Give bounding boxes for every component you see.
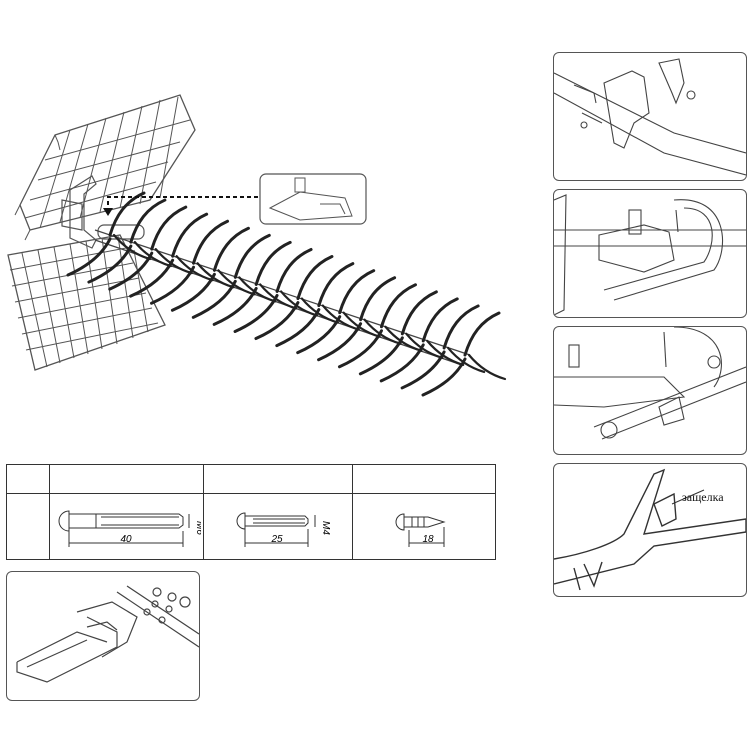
bolt-1-length: 40 [120,534,132,545]
element-rear-arm [342,311,381,338]
mast-clamp-panel [6,571,200,701]
element-upper-arm [421,297,459,343]
element-lower-arm [358,336,404,376]
leader-arrow [103,208,113,216]
element-rear-arm [238,276,277,303]
antenna-assembly-drawing [0,80,540,400]
connector-inset [259,173,367,225]
screw-length: 18 [422,534,434,545]
element-lower-arm [87,244,133,284]
element-rear-arm [175,255,214,282]
element-lower-arm [379,343,425,383]
element-rear-arm [321,304,360,331]
element-lower-arm [129,258,175,298]
bolt-1-thread: M6 [194,521,201,535]
bolt-2-thread: M4 [320,521,331,535]
element-lower-arm [400,350,446,390]
element-rear-arm [154,248,193,275]
element-rear-arm [196,262,235,289]
bolt-2-length: 25 [270,534,283,545]
element-lower-arm [170,272,216,312]
element-upper-arm [275,247,313,293]
element-lower-arm [317,322,363,362]
element-lower-arm [337,329,383,369]
element-rear-arm [279,290,319,317]
element-upper-arm [359,276,397,322]
element-upper-arm [212,226,250,272]
element-lower-arm [108,251,154,291]
element-lower-arm [296,315,342,355]
bolt-m6-40: 40 M6 [51,497,201,555]
element-rear-arm [426,339,465,366]
element-upper-arm [192,219,230,265]
element-upper-arm [150,205,188,251]
element-rear-arm [405,332,444,359]
detail-panel-clamp [553,326,747,455]
screw-18: 18 [354,497,493,555]
latch-label: защелка [682,490,724,504]
element-rear-arm [300,297,340,324]
element-lower-arm [191,279,237,319]
detail-panel-latch: защелка [553,463,747,597]
detail-panel-connector [553,189,747,318]
element-lower-arm [66,237,112,277]
element-upper-arm [317,262,355,308]
element-rear-arm [447,346,486,374]
element-rear-arm [363,318,402,345]
element-upper-arm [108,191,146,237]
element-rear-arm [217,269,256,296]
element-rear-arm [133,240,172,268]
element-rear-arm [112,233,152,261]
element-rear-arm [467,353,507,381]
element-upper-arm [338,269,376,315]
element-upper-arm [254,240,292,286]
element-lower-arm [275,308,321,348]
element-rear-arm [259,283,298,310]
fastener-table: 40 M6 25 M4 18 [6,464,496,560]
element-rear-arm [384,325,423,352]
element-upper-arm [442,304,480,350]
detail-panel-bracket [553,52,747,181]
element-upper-arm [379,283,417,329]
element-lower-arm [421,357,467,397]
element-upper-arm [233,233,271,279]
element-upper-arm [171,212,209,258]
leader-line [107,196,258,210]
element-upper-arm [400,290,438,336]
element-lower-arm [233,293,279,333]
upper-reflector-grid [14,94,196,241]
director-elements [66,191,507,397]
element-upper-arm [129,198,167,244]
lower-reflector-grid [7,234,166,371]
element-lower-arm [150,265,196,305]
element-lower-arm [254,301,300,341]
element-upper-arm [296,255,334,301]
element-upper-arm [463,311,501,357]
bolt-m4-25: 25 M4 [205,497,350,555]
element-lower-arm [212,286,258,326]
